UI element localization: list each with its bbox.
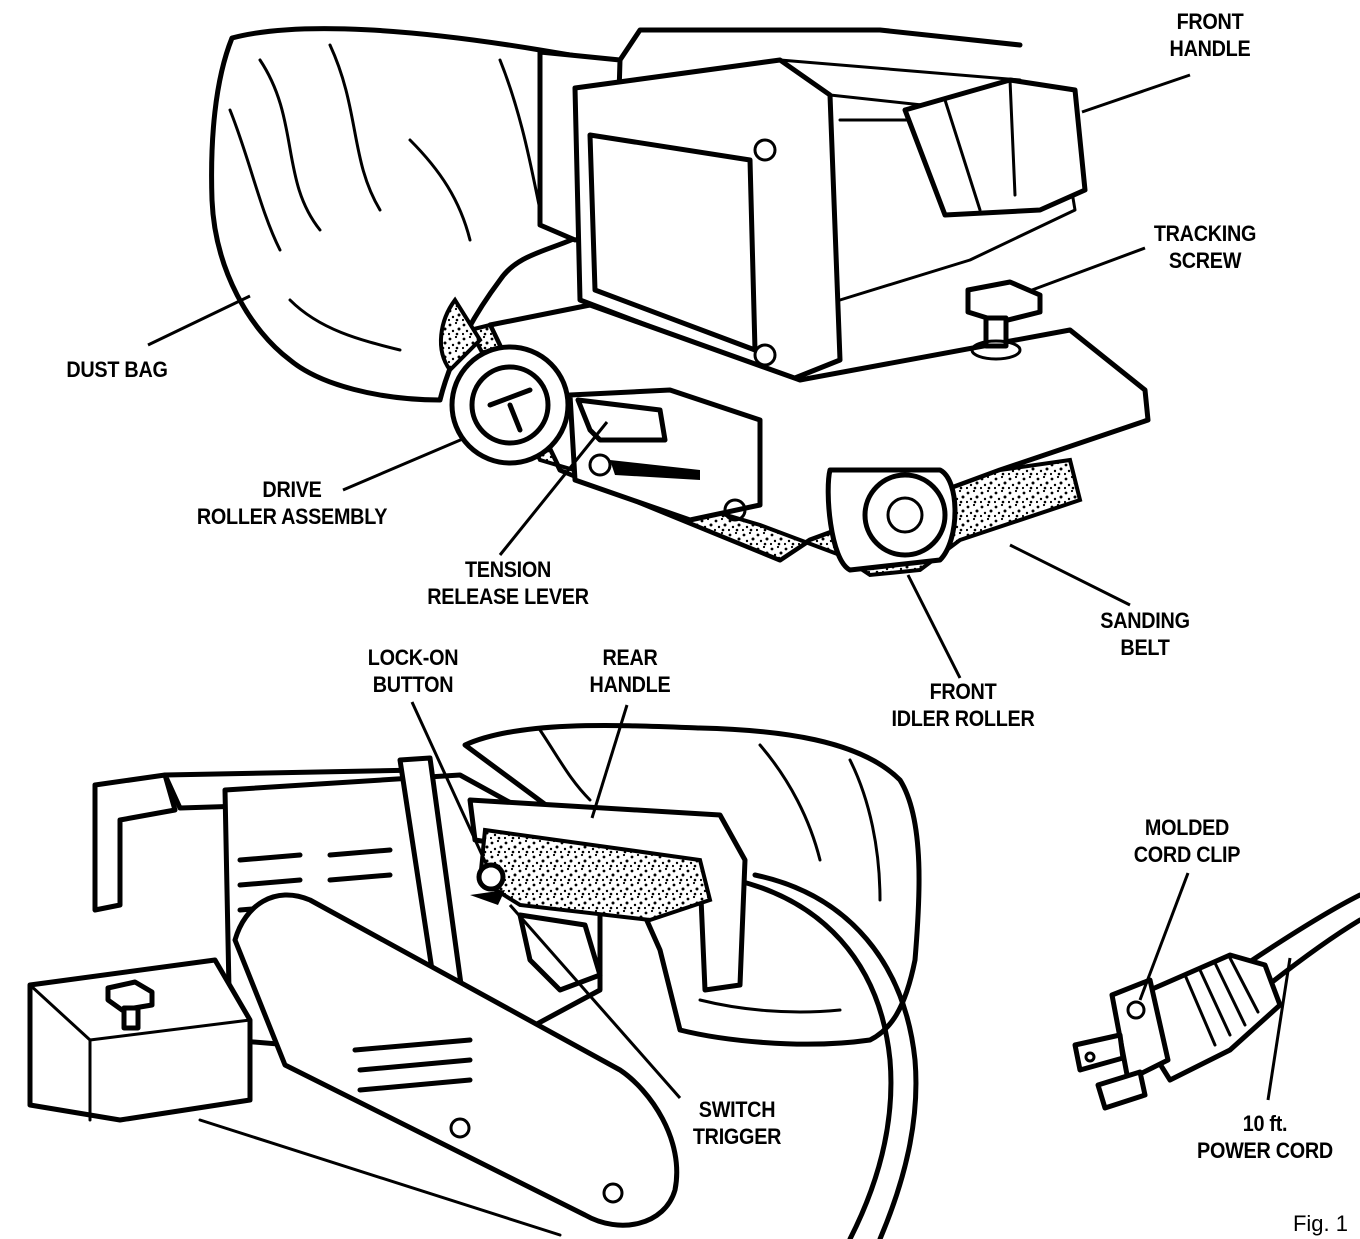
label-power-cord: 10 ft. POWER CORD (1197, 1111, 1333, 1163)
label-molded-cord-clip: MOLDED CORD CLIP (1133, 815, 1241, 867)
label-dust-bag: DUST BAG (66, 357, 168, 382)
label-switch-trigger: SWITCH TRIGGER (692, 1097, 782, 1149)
lock-on-button-shape (476, 862, 506, 892)
label-lock-on-button: LOCK-ON BUTTON (367, 645, 459, 697)
label-front-idler-roller: FRONT IDLER ROLLER (891, 679, 1035, 731)
top-sander-view (209, 26, 1151, 578)
leader-dust-bag (147, 294, 251, 347)
leader-front-idler (906, 574, 962, 679)
leader-drive-roller (342, 436, 466, 492)
label-front-handle: FRONT HANDLE (1169, 9, 1251, 61)
bottom-sander-view (27, 722, 922, 1239)
rear-front-handle-shape (92, 772, 178, 913)
label-sanding-belt: SANDING BELT (1100, 608, 1190, 660)
leader-sanding-belt (1009, 543, 1131, 607)
leader-lines (147, 73, 1292, 1101)
plug-illustration (1072, 892, 1360, 1111)
tracking-screw-shape (965, 279, 1043, 325)
label-rear-handle: REAR HANDLE (589, 645, 671, 697)
leader-switch-trigger (508, 904, 682, 1099)
figure-number: Fig. 1 (1292, 1211, 1348, 1236)
leader-tension-lever (498, 421, 609, 556)
front-idler-roller-shape (862, 472, 948, 558)
leader-tracking-screw (1031, 246, 1146, 292)
leader-power-cord (1266, 957, 1292, 1101)
label-drive-roller-assembly: DRIVE ROLLER ASSEMBLY (196, 477, 388, 529)
leader-rear-handle (590, 704, 629, 819)
leader-cord-clip (1138, 872, 1190, 1001)
front-handle-shape (902, 77, 1088, 218)
leader-lock-on (410, 701, 490, 869)
label-tracking-screw: TRACKING SCREW (1153, 221, 1257, 273)
label-tension-release-lever: TENSION RELEASE LEVER (427, 557, 589, 609)
leader-front-handle (1081, 73, 1191, 114)
dust-bag-shape (209, 26, 603, 403)
rear-base-shape (27, 957, 253, 1123)
